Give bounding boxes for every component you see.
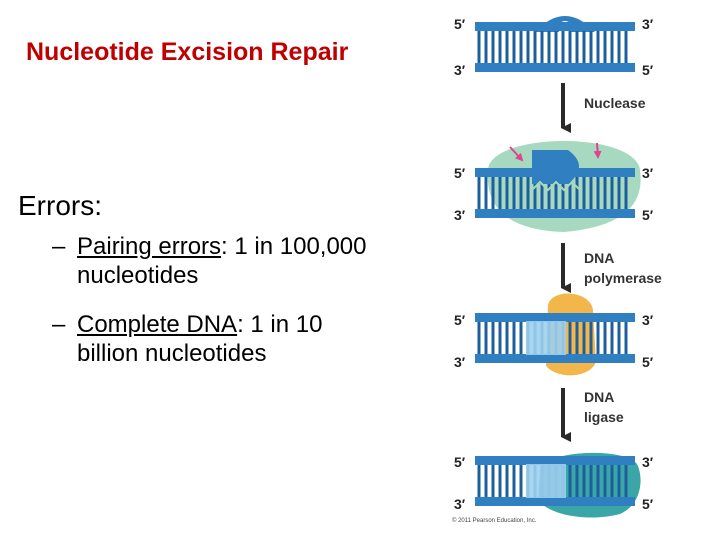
backbone-bottom bbox=[475, 63, 635, 72]
backbone-bottom bbox=[475, 497, 635, 506]
copyright-notice: © 2011 Pearson Education, Inc. bbox=[452, 518, 537, 524]
three-prime-label: 3′ bbox=[642, 312, 654, 328]
nuclease-pointer bbox=[509, 146, 524, 162]
excised-segment bbox=[532, 150, 579, 184]
bullet-term: Pairing errors bbox=[77, 233, 222, 260]
stage-3-polymerase: 5′ 3′ 3′ 5′ bbox=[454, 293, 654, 376]
bullet-dash: – bbox=[52, 233, 66, 260]
dna-ligase-label-line2: ligase bbox=[584, 409, 624, 425]
five-prime-label: 5′ bbox=[642, 496, 654, 512]
nuclease-label: Nuclease bbox=[584, 95, 646, 111]
backbone-top bbox=[475, 22, 635, 31]
page-title: Nucleotide Excision Repair bbox=[26, 38, 349, 66]
backbone-top bbox=[475, 456, 635, 465]
three-prime-label: 3′ bbox=[642, 454, 654, 470]
five-prime-label: 5′ bbox=[454, 454, 466, 470]
stage-2-nuclease: 5′ 3′ 3′ 5′ bbox=[454, 140, 654, 232]
bullet-rest: : 1 in 10 billion nucleotides bbox=[77, 311, 323, 367]
five-prime-label: 5′ bbox=[454, 16, 466, 32]
errors-heading: Errors: bbox=[18, 190, 102, 221]
three-prime-label: 3′ bbox=[642, 16, 654, 32]
three-prime-label: 3′ bbox=[454, 62, 466, 78]
five-prime-label: 5′ bbox=[454, 312, 466, 328]
three-prime-label: 3′ bbox=[454, 496, 466, 512]
dna-polymerase-label-line2: polymerase bbox=[584, 270, 662, 286]
new-dna-segment bbox=[526, 321, 566, 355]
three-prime-label: 3′ bbox=[642, 165, 654, 181]
bullet-term: Complete DNA bbox=[77, 311, 238, 338]
backbone-bottom bbox=[475, 209, 635, 218]
stage-1-damaged-dna: 5′ 3′ 3′ 5′ bbox=[454, 16, 654, 78]
three-prime-label: 3′ bbox=[454, 207, 466, 223]
bullet-rest: : 1 in 100,000 nucleotides bbox=[77, 233, 367, 289]
dna-duplex bbox=[475, 456, 635, 506]
backbone-top bbox=[475, 313, 635, 322]
backbone-bottom bbox=[475, 354, 635, 363]
five-prime-label: 5′ bbox=[642, 62, 654, 78]
dna-duplex bbox=[475, 22, 635, 72]
five-prime-label: 5′ bbox=[454, 165, 466, 181]
dna-polymerase-label-line1: DNA bbox=[584, 250, 614, 266]
excision-repair-diagram: 5′ 3′ 3′ 5′ Nuclease 5′ 3′ 3′ 5′ DNA pol… bbox=[454, 16, 662, 518]
dna-ligase-label-line1: DNA bbox=[584, 389, 614, 405]
bullet-text: Complete DNA: 1 in 10 billion nucleotide… bbox=[77, 310, 377, 368]
excised-strand-zigzag bbox=[531, 180, 581, 192]
five-prime-label: 5′ bbox=[642, 354, 654, 370]
three-prime-label: 3′ bbox=[454, 354, 466, 370]
five-prime-label: 5′ bbox=[642, 207, 654, 223]
bullet-dash: – bbox=[52, 311, 66, 338]
new-dna-segment bbox=[526, 464, 566, 498]
nuclease-pointer bbox=[593, 142, 602, 159]
bullet-text: Pairing errors: 1 in 100,000 nucleotides bbox=[77, 232, 377, 290]
stage-4-ligase: 5′ 3′ 3′ 5′ bbox=[454, 452, 654, 518]
